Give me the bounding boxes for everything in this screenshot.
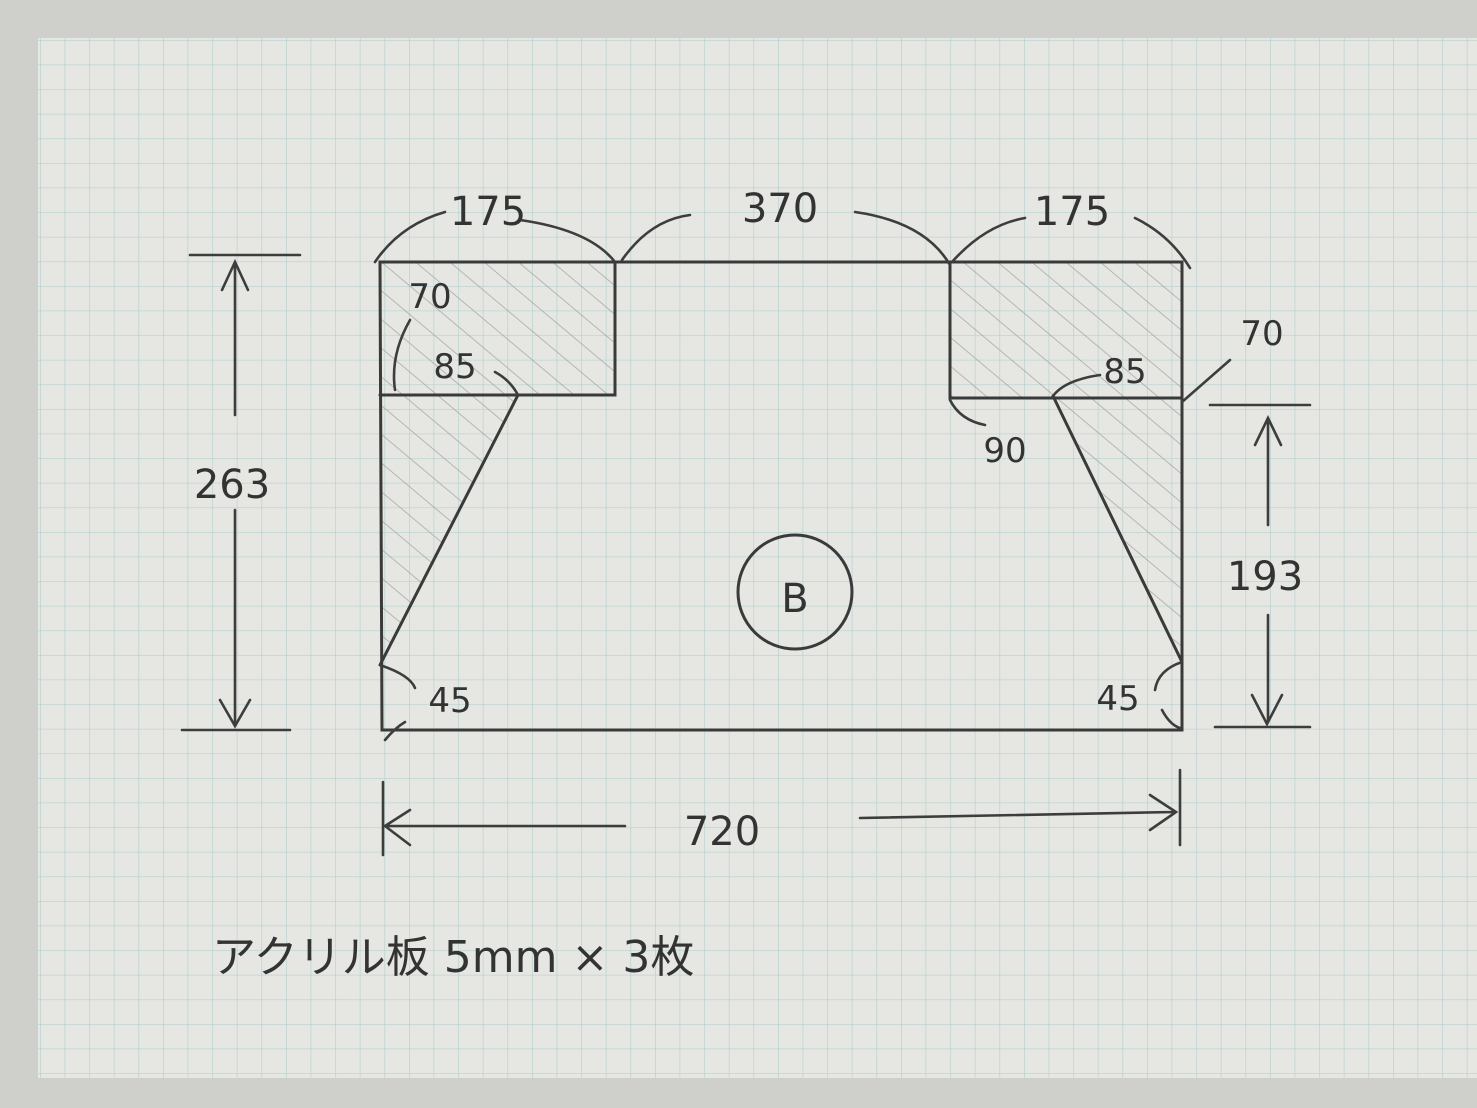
label-193: 193 xyxy=(1227,554,1303,600)
arc-175-right xyxy=(950,216,1192,270)
label-70-left: 70 xyxy=(408,277,451,317)
material-note: アクリル板 5mm × 3枚 xyxy=(212,932,694,983)
part-outline xyxy=(378,260,1184,732)
grid-lines xyxy=(38,38,1477,1078)
arc-85-left xyxy=(493,370,520,397)
dim-720 xyxy=(381,768,1182,857)
part-label: B xyxy=(781,576,808,622)
dimension-lines xyxy=(180,210,1312,857)
label-70-right: 70 xyxy=(1240,314,1283,354)
label-370: 370 xyxy=(742,186,818,232)
arc-90 xyxy=(948,398,987,427)
arc-370 xyxy=(620,210,952,267)
arc-45-right xyxy=(1153,660,1184,730)
dim-263 xyxy=(180,253,302,732)
label-175-left: 175 xyxy=(450,189,526,235)
label-175-right: 175 xyxy=(1034,189,1110,235)
left-diagonal xyxy=(378,393,520,667)
leader-70-right xyxy=(1180,358,1232,404)
label-45-left: 45 xyxy=(428,681,471,721)
arc-70-left xyxy=(392,318,412,392)
label-90: 90 xyxy=(983,431,1026,471)
label-85-left: 85 xyxy=(433,347,476,387)
arc-45-left xyxy=(378,663,417,742)
left-notch xyxy=(378,260,617,397)
arc-175-left xyxy=(373,210,617,264)
outer-rectangle xyxy=(378,260,1184,732)
hatch-top-right xyxy=(950,262,1182,398)
right-diagonal xyxy=(1051,394,1184,664)
label-85-right: 85 xyxy=(1103,352,1146,392)
label-720: 720 xyxy=(684,809,760,855)
part-label-circle xyxy=(736,533,854,651)
hatch-top-left xyxy=(380,262,615,395)
right-notch xyxy=(948,260,1184,400)
label-263: 263 xyxy=(194,462,270,508)
arc-85-right xyxy=(1051,373,1102,398)
label-45-right: 45 xyxy=(1096,679,1139,719)
dim-193 xyxy=(1208,403,1312,729)
